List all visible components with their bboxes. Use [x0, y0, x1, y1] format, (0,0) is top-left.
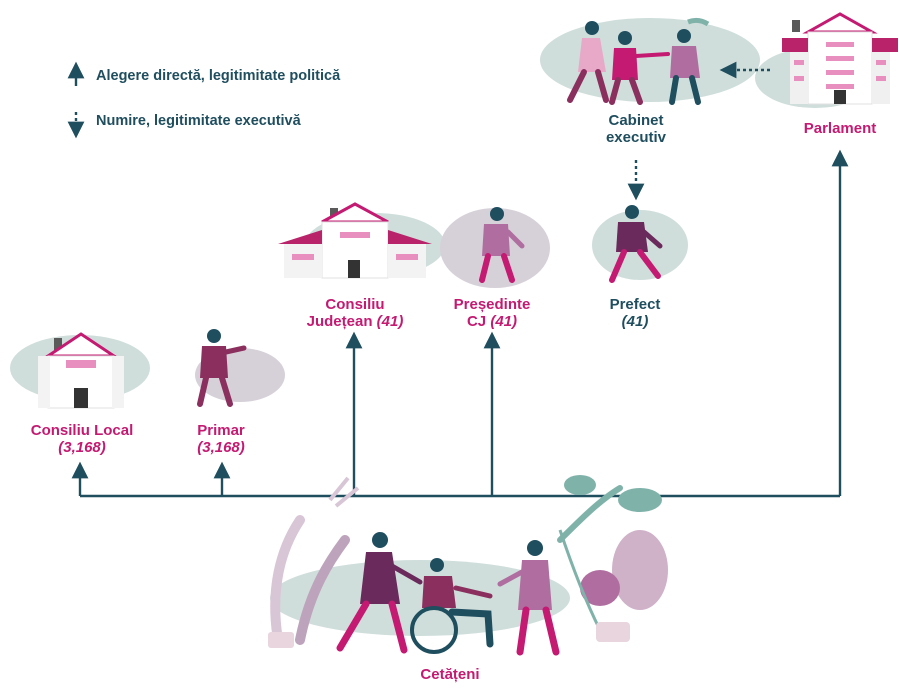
parlament-building-icon: [782, 12, 898, 105]
consiliu-judetean-count: (41): [376, 313, 404, 330]
consiliu-judetean-line2: Județean (41): [290, 313, 420, 330]
consiliu-judetean-building-icon: [278, 202, 432, 279]
prefect-name: Prefect: [609, 296, 661, 313]
cabinet-label: Cabinet executiv: [596, 112, 676, 146]
cabinet-label-line1: Cabinet: [608, 112, 664, 129]
primar-count: (3,168): [197, 439, 245, 456]
presedinte-cj-line1: Președinte: [453, 296, 531, 313]
presedinte-cj-line2: CJ (41): [432, 313, 552, 330]
legend-direct-label: Alegere directă, legitimitate politică: [96, 68, 341, 84]
connector-lines: [71, 61, 849, 498]
primar-label: Primar (3,168): [176, 422, 266, 456]
presedinte-cj-person-icon: [479, 207, 525, 283]
citizens-group-icon: [268, 475, 668, 656]
consiliu-judetean-line2-text: Județean: [306, 313, 373, 330]
cabinet-label-line2: executiv: [605, 129, 667, 146]
presedinte-cj-count: (41): [490, 313, 518, 330]
prefect-count: (41): [621, 313, 649, 330]
legend-appointed-label: Numire, legitimitate executivă: [96, 113, 301, 129]
cetateni-label: Cetățeni: [420, 666, 480, 683]
primar-name: Primar: [197, 422, 245, 439]
presedinte-cj-label: Președinte CJ (41): [432, 296, 552, 330]
consiliu-local-name: Consiliu Local: [30, 422, 134, 439]
primar-person-icon: [197, 329, 247, 407]
consiliu-judetean-line1: Consiliu: [325, 296, 385, 313]
legend-direct-election: Alegere directă, legitimitate politică: [86, 68, 340, 84]
prefect-label: Prefect (41): [590, 296, 680, 330]
consiliu-judetean-label: Consiliu Județean (41): [290, 296, 420, 330]
cabinet-people-icon: [567, 17, 710, 105]
parlament-label: Parlament: [803, 120, 877, 137]
prefect-person-icon: [609, 205, 663, 283]
consiliu-local-house-icon: [38, 332, 124, 409]
presedinte-cj-line2-text: CJ: [466, 313, 487, 330]
consiliu-local-label: Consiliu Local (3,168): [8, 422, 156, 456]
consiliu-local-count: (3,168): [58, 439, 106, 456]
legend-appointment: Numire, legitimitate executivă: [86, 113, 301, 129]
